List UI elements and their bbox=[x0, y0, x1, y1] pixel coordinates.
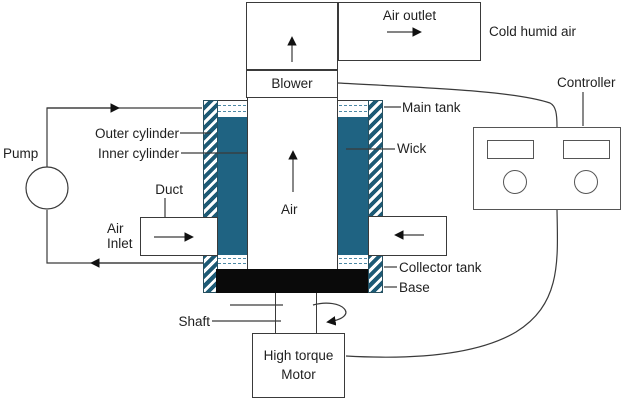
controller-label: Controller bbox=[557, 75, 616, 90]
air-inlet-label-line1: Air bbox=[107, 221, 124, 236]
motor-label-line2: Motor bbox=[281, 367, 316, 382]
inner-cylinder-air-column bbox=[247, 98, 338, 269]
water-level-dash bbox=[339, 258, 367, 259]
main-tank-water-left bbox=[217, 100, 247, 117]
shaft bbox=[275, 293, 317, 333]
duct-label: Duct bbox=[155, 182, 183, 197]
blower-label: Blower bbox=[271, 76, 313, 91]
controller-box bbox=[473, 127, 621, 210]
air-inlet-duct-left bbox=[140, 217, 218, 256]
controller-knob-left bbox=[503, 170, 527, 194]
main-tank-label: Main tank bbox=[402, 100, 461, 115]
main-tank-water-right bbox=[338, 100, 368, 117]
outer-cylinder-label: Outer cylinder bbox=[94, 126, 179, 141]
collector-tank-water-left bbox=[217, 255, 247, 269]
outer-cylinder-wall-left bbox=[203, 100, 218, 293]
water-level-dash bbox=[218, 263, 246, 264]
pump-label: Pump bbox=[3, 146, 39, 161]
left-wick-column bbox=[217, 117, 247, 255]
wick-label: Wick bbox=[397, 141, 427, 156]
controller-knob-right bbox=[574, 170, 598, 194]
outer-cylinder-wall-right bbox=[368, 100, 383, 293]
motor-label-line1: High torque bbox=[263, 348, 334, 363]
pump-circle bbox=[25, 166, 69, 210]
air-inlet-label-line2: Inlet bbox=[107, 236, 133, 251]
water-level-dash bbox=[218, 258, 246, 259]
base-label: Base bbox=[399, 280, 430, 295]
collector-tank-water-right bbox=[338, 255, 368, 269]
controller-display-left bbox=[487, 140, 534, 159]
shaft-label: Shaft bbox=[178, 314, 210, 329]
air-inlet-duct-right bbox=[368, 216, 447, 256]
water-level-dash bbox=[339, 105, 367, 106]
water-level-dash bbox=[339, 111, 367, 112]
right-wick-column bbox=[338, 117, 368, 255]
collector-tank-label: Collector tank bbox=[399, 260, 482, 275]
water-level-dash bbox=[218, 105, 246, 106]
shaft-rotation-arrow bbox=[312, 302, 347, 326]
water-level-dash bbox=[218, 111, 246, 112]
blower-box: Blower bbox=[246, 70, 338, 98]
air-outlet-box: Air outlet bbox=[338, 2, 481, 61]
cold-humid-air-label: Cold humid air bbox=[489, 24, 577, 39]
base-plate bbox=[216, 269, 368, 293]
inner-cylinder-label: Inner cylinder bbox=[97, 146, 179, 161]
controller-display-right bbox=[563, 140, 610, 159]
air-outlet-label: Air outlet bbox=[382, 8, 437, 23]
motor-box: High torque Motor bbox=[252, 333, 345, 398]
air-label: Air bbox=[281, 202, 298, 217]
blower-outlet-duct bbox=[246, 2, 338, 70]
water-level-dash bbox=[339, 263, 367, 264]
